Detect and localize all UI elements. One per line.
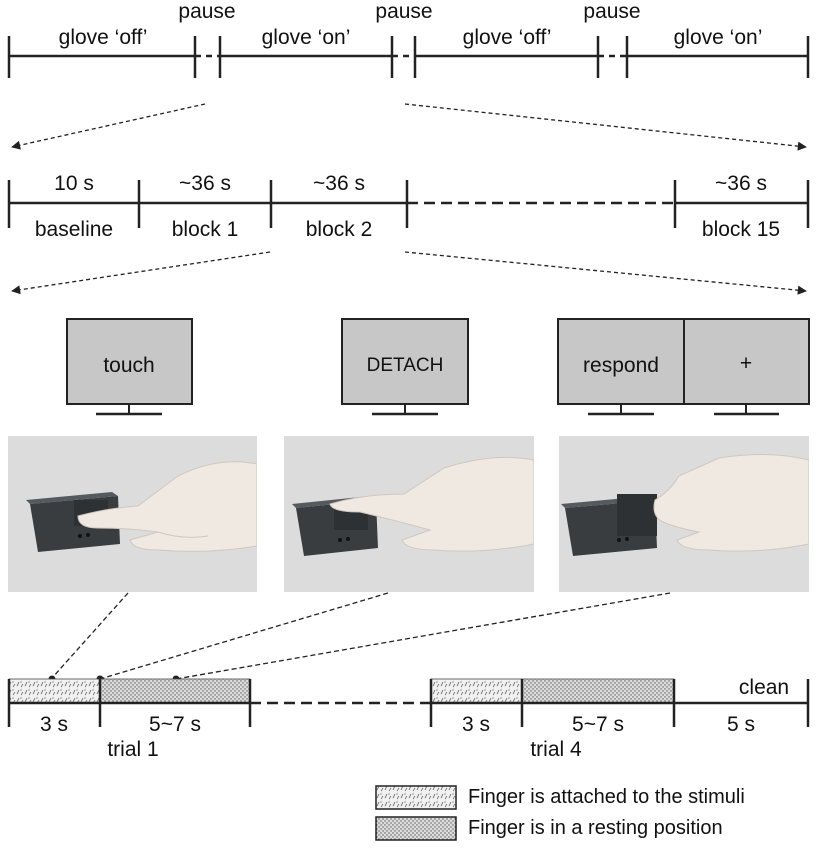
photo-respond	[559, 436, 809, 592]
session-label-2: glove ‘on’	[261, 26, 351, 49]
clean-label: clean	[738, 676, 790, 699]
zoom-arrows-block	[11, 251, 807, 295]
block-label-baseline: baseline	[34, 218, 114, 241]
block-duration-baseline: 10 s	[54, 172, 94, 195]
trial-duration-2: 5~7 s	[149, 713, 201, 736]
trial-duration-4: 5~7 s	[572, 713, 624, 736]
screen-text-detach: DETACH	[366, 355, 444, 376]
trial-bars	[8, 678, 675, 704]
legend-swatch-attached	[375, 785, 457, 810]
legend-text-attached: Finger is attached to the stimuli	[468, 786, 745, 808]
zoom-arrows-session	[11, 103, 807, 151]
trial4-resting-bar	[521, 678, 675, 704]
legend-text-resting: Finger is in a resting position	[468, 817, 723, 839]
block-label-2: block 2	[305, 218, 373, 241]
block-label-1: block 1	[171, 218, 239, 241]
trial-label-4: trial 4	[530, 738, 582, 761]
trial-label-1: trial 1	[107, 738, 159, 761]
session-label-4: glove ‘on’	[673, 26, 763, 49]
monitor-fixation	[683, 318, 810, 416]
monitor-respond	[557, 318, 685, 416]
pause-label-2: pause	[375, 0, 433, 23]
block-duration-15: ~36 s	[715, 172, 767, 195]
trial1-attached-bar	[8, 678, 101, 704]
trial-duration-3: 3 s	[461, 713, 491, 736]
session-label-3: glove ‘off’	[462, 26, 552, 49]
trial-timeline	[7, 679, 810, 727]
session-timeline	[7, 36, 810, 78]
block-duration-1: ~36 s	[179, 172, 231, 195]
monitor-detach	[341, 318, 469, 416]
trial4-attached-bar	[430, 678, 523, 704]
trial-duration-5: 5 s	[726, 713, 756, 736]
block-duration-2: ~36 s	[313, 172, 365, 195]
screen-text-respond: respond	[583, 354, 659, 377]
block-label-15: block 15	[701, 218, 781, 241]
screen-text-touch: touch	[103, 354, 155, 377]
photo-connectors	[51, 592, 671, 680]
photo-detach	[284, 436, 534, 592]
trial-duration-1: 3 s	[39, 713, 69, 736]
trial1-resting-bar	[99, 678, 251, 704]
pause-label-1: pause	[178, 0, 236, 23]
pause-label-3: pause	[583, 0, 641, 23]
photo-touch	[8, 436, 257, 592]
legend-swatch-resting	[375, 816, 457, 841]
screen-text-fixation: +	[739, 352, 753, 375]
monitor-touch	[66, 318, 193, 416]
session-label-1: glove ‘off’	[58, 26, 148, 49]
block-timeline	[7, 180, 810, 228]
